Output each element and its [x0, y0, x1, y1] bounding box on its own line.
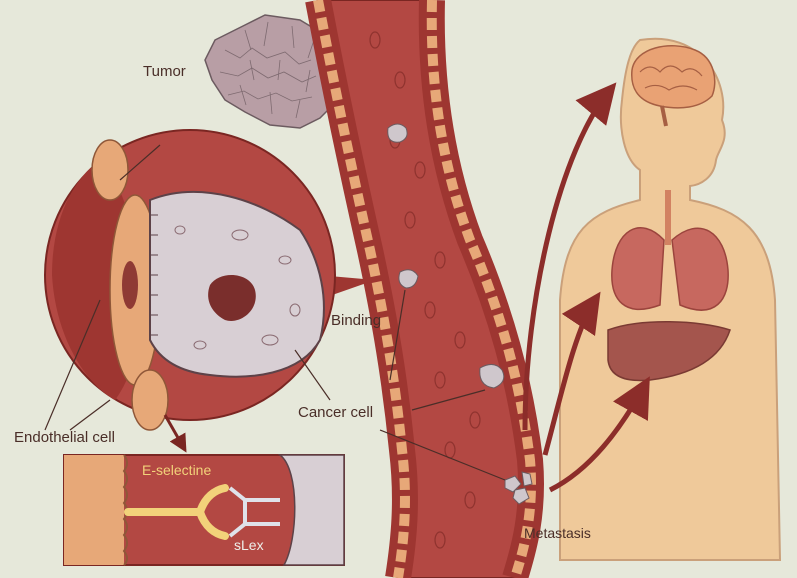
cancer-cell-label: Cancer cell [298, 404, 374, 421]
tumor-label: Tumor [143, 63, 186, 80]
leader-lines [44, 144, 506, 481]
brain-icon [631, 45, 716, 127]
molecular-detail-icon [63, 454, 345, 566]
lungs-icon [611, 190, 729, 311]
e-selectine-label: E-selectine [142, 462, 212, 478]
binding-label: Binding [331, 312, 382, 329]
metastasis-label: Metastasis [524, 525, 591, 541]
endothelial-cell-label: Endothelial cell [14, 429, 115, 446]
magnified-circle-icon [44, 129, 375, 431]
blood-vessel-icon [305, 0, 544, 578]
slex-label: sLex [234, 537, 264, 553]
metastasis-arrows [522, 82, 650, 493]
